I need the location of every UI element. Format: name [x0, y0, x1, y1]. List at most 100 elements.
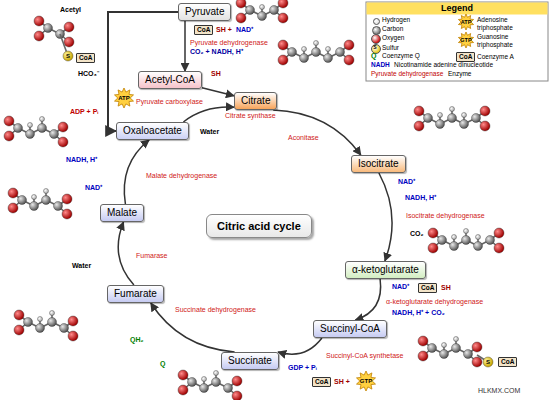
compound-box: Citrate [234, 92, 277, 110]
reaction-arrow [118, 222, 134, 285]
atom [418, 336, 428, 346]
node-text: CoA [315, 378, 328, 386]
atom [278, 40, 288, 50]
atom [260, 5, 265, 10]
atom [4, 116, 14, 126]
atom [302, 47, 307, 52]
cofactor-label: S [66, 53, 70, 60]
atom [246, 6, 255, 15]
coenzyme-a-tag: CoA [456, 52, 475, 62]
cofactor-label: NAD⁺ [392, 283, 409, 291]
atom [454, 337, 459, 342]
energy-star [357, 371, 376, 391]
atom [440, 350, 449, 359]
energy-star [458, 32, 473, 48]
energy-star [115, 88, 134, 108]
atom [278, 55, 288, 65]
cofactor-label: ATP [461, 19, 472, 25]
atom [14, 310, 24, 320]
atom [64, 22, 74, 32]
legend-text: Guanosine triphosphate [477, 33, 543, 48]
reaction-arrow [278, 338, 322, 354]
atom [450, 242, 459, 251]
reaction-arrow [379, 173, 392, 261]
legend-text: Nicotinamide adenine dinucleotide [394, 61, 493, 69]
atom [472, 357, 482, 367]
cofactor-label: S [486, 359, 490, 366]
cofactor-label: NADH [371, 61, 390, 68]
atom [438, 113, 443, 118]
cofactor-label: NADH, H⁺ [66, 156, 97, 164]
atom [464, 350, 473, 359]
cofactor-label: CO₂ [410, 230, 424, 238]
atom [58, 122, 68, 132]
legend-text: Oxygen [382, 34, 404, 42]
atom [62, 194, 72, 204]
atom [54, 202, 63, 211]
compound-box: Acetyl-CoA [138, 71, 202, 89]
coenzyme-a-tag: CoA [418, 283, 437, 293]
cofactor-label: Acetyl [60, 6, 81, 14]
reaction-arrow [202, 88, 234, 96]
atom [480, 106, 490, 116]
atom [68, 331, 78, 341]
atom [178, 370, 188, 380]
legend-panel [366, 2, 548, 81]
atom [452, 235, 457, 240]
atom [44, 189, 49, 194]
atom [414, 106, 424, 116]
atom [236, 13, 246, 23]
atom [324, 54, 333, 63]
atom [34, 31, 44, 41]
cofactor-label: HCO₃⁻ [78, 70, 99, 78]
atom [188, 378, 197, 387]
cofactor-label: SH + [334, 378, 350, 386]
atom [472, 342, 482, 352]
enzyme-label: Succinyl-CoA synthetase [326, 352, 403, 360]
enzyme-label: Succinate dehydrogenase [175, 306, 256, 314]
legend-text: Enzyme [448, 70, 471, 78]
node-text: Malate [107, 207, 137, 219]
enzyme-label: Aconitase [288, 134, 319, 142]
cofactor-label: NAD⁺ [236, 26, 253, 34]
compound-box: Fumarate [107, 285, 164, 303]
compound-box: Malate [100, 204, 144, 222]
compound-box: Oxaloacetate [116, 122, 189, 140]
legend-text: Carbon [382, 25, 403, 33]
node-text: CoA [79, 54, 92, 62]
atom [344, 55, 354, 65]
cofactor-label: CO₂ + NADH, H⁺ [190, 48, 243, 56]
enzyme-label: α-ketoglutarate dehydrogenase [386, 298, 483, 306]
atom [428, 243, 438, 253]
enzyme-label: Isocitrate dehydrogenase [406, 212, 485, 220]
legend-title: Legend [441, 3, 473, 13]
atom [452, 344, 461, 353]
atom [38, 317, 43, 322]
atom [464, 229, 469, 234]
cofactor-label: Pyruvate dehydrogenase [371, 70, 443, 77]
atom [314, 41, 319, 46]
legend-swatch [371, 34, 381, 44]
atom [28, 123, 33, 128]
atom [436, 120, 445, 129]
atom [288, 48, 297, 57]
atom [462, 113, 467, 118]
atom [4, 131, 14, 141]
atom [424, 114, 433, 123]
watermark: HLKMX.COM [478, 387, 520, 395]
cycle-title-box: Citric acid cycle [206, 214, 312, 238]
node-text: α-ketoglutarate [352, 264, 419, 276]
legend-swatch [373, 18, 380, 25]
atom [300, 54, 309, 63]
atom [460, 120, 469, 129]
node-text: Succinyl-CoA [320, 323, 380, 335]
reaction-arrow [273, 110, 361, 155]
atom [450, 107, 455, 112]
enzyme-label: Citrate synthase [225, 112, 276, 120]
cofactor-label: ADP + Pᵢ [70, 108, 98, 116]
atom [32, 195, 37, 200]
cofactor-label: QH₂ [130, 336, 144, 344]
legend-text: Hydrogen [382, 16, 410, 24]
atom [50, 311, 55, 316]
